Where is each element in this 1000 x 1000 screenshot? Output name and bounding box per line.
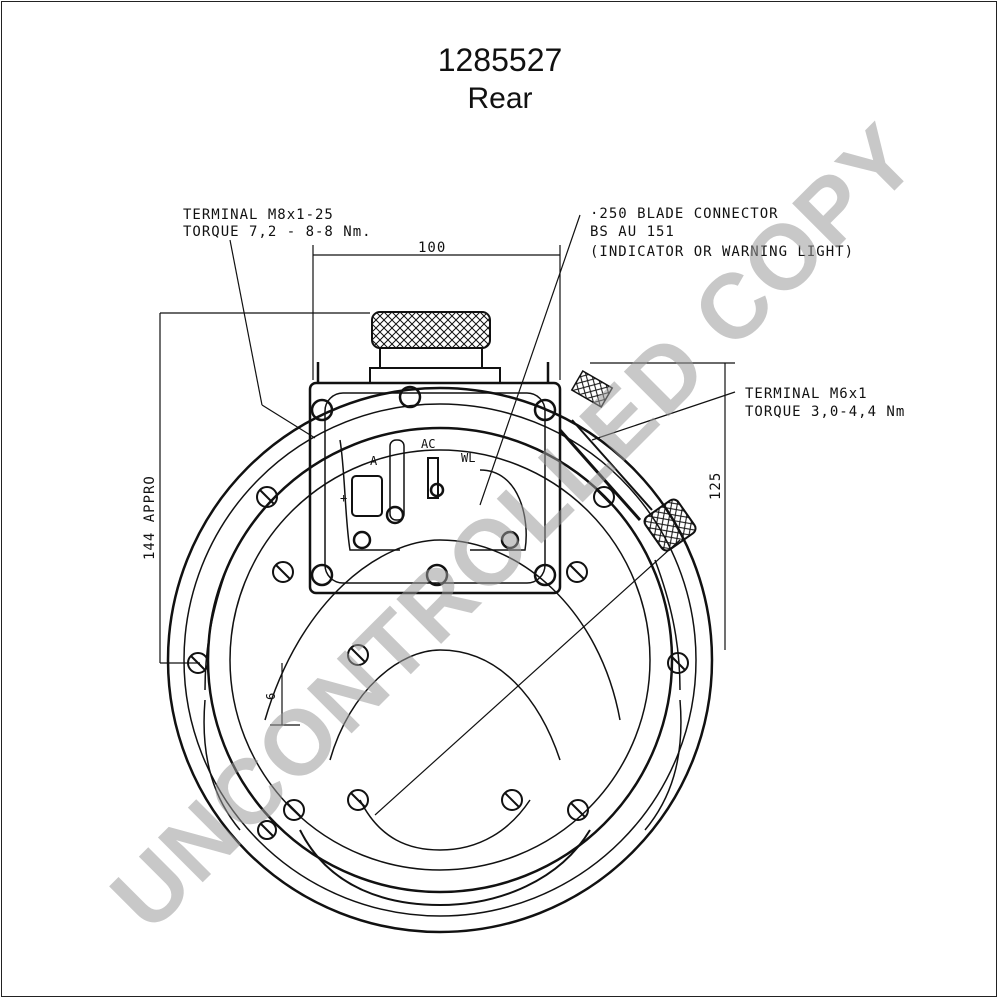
blade-connector-line2: BS AU 151 bbox=[590, 224, 675, 240]
blade-connector-line1: ·250 BLADE CONNECTOR bbox=[590, 206, 779, 222]
part-number: 1285527 bbox=[437, 42, 563, 78]
terminal-ac-label: AC bbox=[421, 437, 435, 451]
dimension-width-label: 100 bbox=[418, 240, 446, 256]
dimension-height-right-label: 125 bbox=[708, 472, 724, 500]
terminal-plus-label: + bbox=[340, 491, 347, 505]
housing-screws bbox=[187, 486, 689, 840]
terminal-main-line2: TORQUE 7,2 - 8-8 Nm. bbox=[183, 224, 372, 240]
dimension-height-left-label: 144 APPRO bbox=[142, 475, 158, 560]
terminal-main-line1: TERMINAL M8x1-25 bbox=[183, 207, 334, 223]
title-block: 1285527 Rear bbox=[0, 40, 1000, 118]
terminal-a-label: A bbox=[370, 454, 378, 468]
annotations: TERMINAL M8x1-25 TORQUE 7,2 - 8-8 Nm. ·2… bbox=[142, 206, 905, 700]
terminal-small-line2: TORQUE 3,0-4,4 Nm bbox=[745, 404, 905, 420]
dimension-lines bbox=[159, 214, 736, 816]
side-terminal bbox=[558, 369, 697, 552]
terminal-small-line1: TERMINAL M6x1 bbox=[745, 386, 868, 402]
terminal-wl-label: WL bbox=[461, 451, 475, 465]
knurled-cap bbox=[371, 311, 491, 369]
blade-connector-line3: (INDICATOR OR WARNING LIGHT) bbox=[590, 244, 854, 260]
view-label: Rear bbox=[467, 82, 533, 115]
dimension-offset-label: 6 bbox=[264, 693, 278, 700]
